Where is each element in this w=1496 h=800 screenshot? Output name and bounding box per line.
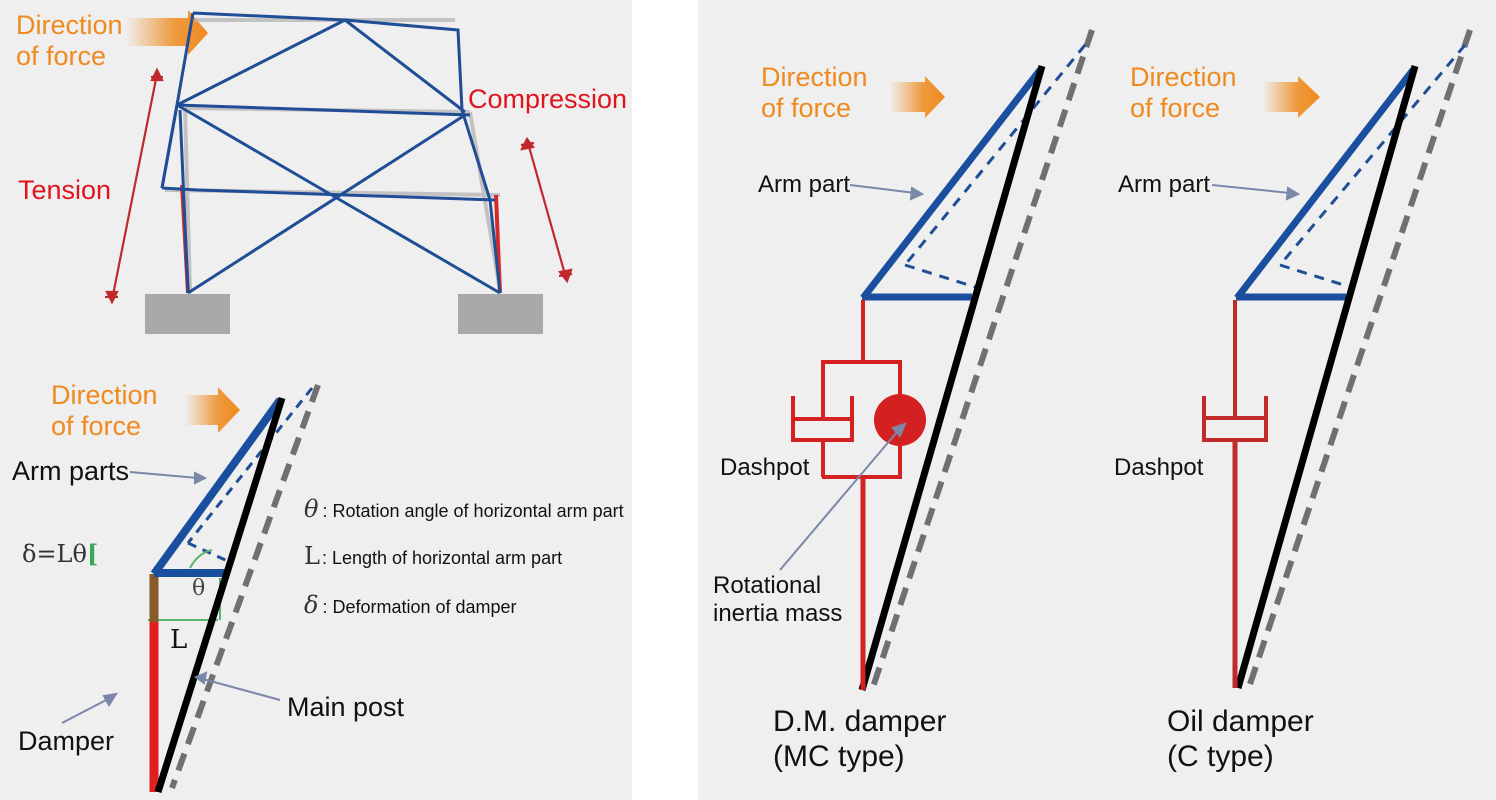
- dm-damper-title: D.M. damper (MC type): [773, 705, 946, 774]
- legend-item: L: Length of horizontal arm part: [304, 542, 563, 571]
- legend-text: : Length of horizontal arm part: [321, 548, 563, 568]
- inertia-mass-icon: [874, 394, 926, 446]
- inertia-label-line1: Rotational: [713, 572, 822, 599]
- title-line2: (MC type): [773, 739, 905, 773]
- tension-label: Tension: [18, 175, 112, 205]
- deformed-frame: [160, 11, 502, 295]
- original-frame: [164, 18, 502, 291]
- compression-arrow-icon: [520, 136, 573, 284]
- oil-damper-assembly: [1202, 300, 1268, 688]
- length-mark: L: [170, 625, 188, 655]
- displaced-post: [169, 383, 321, 790]
- force-arrow-icon: [125, 10, 208, 55]
- displaced-arm: [903, 44, 1087, 289]
- displaced-post: [1245, 29, 1473, 691]
- force-label-line2: of force: [1130, 93, 1221, 124]
- foundation-right: [458, 294, 543, 334]
- dm-damper-assembly: [791, 300, 902, 690]
- force-label: Direction of force: [1130, 62, 1237, 124]
- force-label-line2: of force: [16, 41, 107, 72]
- tension-arrow-icon: [105, 67, 164, 305]
- arm-part: [1234, 67, 1416, 301]
- main-post: [1234, 65, 1419, 689]
- arm-part-label: Arm part: [758, 171, 851, 198]
- arm-parts: [150, 397, 284, 577]
- title-line1: D.M. damper: [773, 705, 947, 738]
- formula: δ=Lθ[: [22, 540, 98, 569]
- damper-label: Damper: [18, 726, 115, 756]
- inertia-label-line2: inertia mass: [713, 599, 843, 627]
- compression-label: Compression: [468, 84, 628, 114]
- dashpot-label: Dashpot: [1114, 454, 1204, 481]
- force-label: Direction of force: [761, 62, 868, 124]
- displaced-arm: [1278, 44, 1467, 289]
- main-post: [154, 396, 286, 794]
- inertia-mass-label: Rotational inertia mass: [713, 572, 842, 627]
- theta-mark: θ: [192, 576, 206, 601]
- arm-part-label: Arm part: [1118, 171, 1211, 198]
- arm-part: [860, 67, 1043, 301]
- force-arrow-icon: [1262, 76, 1320, 118]
- left-panel: [0, 0, 632, 800]
- force-label-line1: Direction: [1130, 62, 1237, 92]
- foundation-left: [145, 294, 230, 334]
- leader-lines: [61, 471, 281, 724]
- bracket-icon: [: [86, 539, 99, 568]
- title-line2: (C type): [1167, 739, 1274, 773]
- leader-lines: [779, 184, 925, 571]
- length-symbol: L: [304, 542, 320, 570]
- theta-symbol: θ: [304, 495, 319, 523]
- legend-text: : Deformation of damper: [322, 597, 517, 617]
- force-arrow-icon: [890, 76, 945, 118]
- delta-symbol: δ: [304, 591, 319, 619]
- force-label-line2: of force: [761, 93, 852, 124]
- main-post-label: Main post: [287, 692, 405, 722]
- force-label-line1: Direction: [16, 10, 123, 40]
- legend-item: δ: Deformation of damper: [304, 591, 517, 620]
- angle-indicator: [148, 549, 221, 621]
- force-arrow-icon: [185, 387, 240, 433]
- oil-damper-title: Oil damper (C type): [1167, 705, 1314, 774]
- force-label-line1: Direction: [761, 62, 868, 92]
- title-line1: Oil damper: [1167, 705, 1314, 738]
- force-label-line1: Direction: [51, 380, 158, 410]
- leader-lines: [1211, 184, 1301, 201]
- displaced-post: [869, 29, 1095, 691]
- force-label: Direction of force: [51, 380, 158, 442]
- arm-parts-label: Arm parts: [12, 456, 130, 486]
- force-label: Direction of force: [16, 10, 123, 72]
- force-label-line2: of force: [51, 411, 142, 442]
- dashpot-label: Dashpot: [720, 454, 810, 481]
- displaced-arm: [186, 387, 314, 565]
- legend-item: θ: Rotation angle of horizontal arm part: [304, 495, 624, 524]
- main-post: [858, 65, 1046, 691]
- legend-text: : Rotation angle of horizontal arm part: [322, 501, 624, 521]
- formula-text: δ=Lθ: [22, 540, 87, 568]
